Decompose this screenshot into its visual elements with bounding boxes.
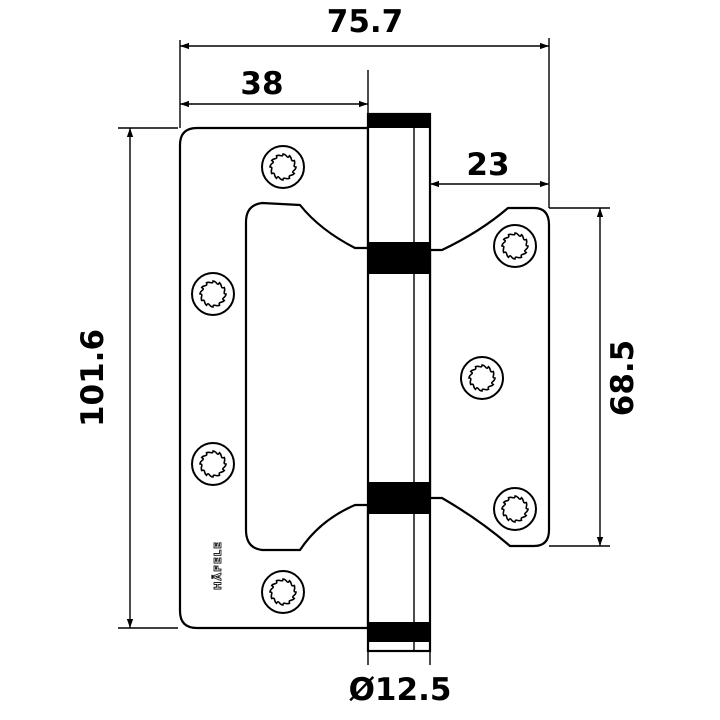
torx-screw-icon [261,570,305,614]
torx-screw-icon [493,224,537,268]
knuckle-upper [368,242,430,274]
dim-label-right-height: 68.5 [605,340,641,417]
knuckle-bottom [368,622,430,642]
torx-screw-icon [191,272,235,316]
torx-screw-icon [191,442,235,486]
left-leaf-cutout [244,201,368,552]
torx-screw-icon [261,145,305,189]
hinge-barrel [366,112,432,653]
brand-mark: HÄFELE [210,541,224,590]
dim-label-pin-diameter: Ø12.5 [349,672,452,708]
dim-label-right-leaf: 23 [466,147,509,183]
torx-screw-icon [460,356,504,400]
dim-label-overall-width: 75.7 [327,4,404,40]
knuckle-top [368,114,430,128]
dim-label-left-leaf: 38 [240,66,283,102]
dim-label-height: 101.6 [75,329,111,427]
knuckle-lower [368,482,430,514]
torx-screw-icon [493,487,537,531]
